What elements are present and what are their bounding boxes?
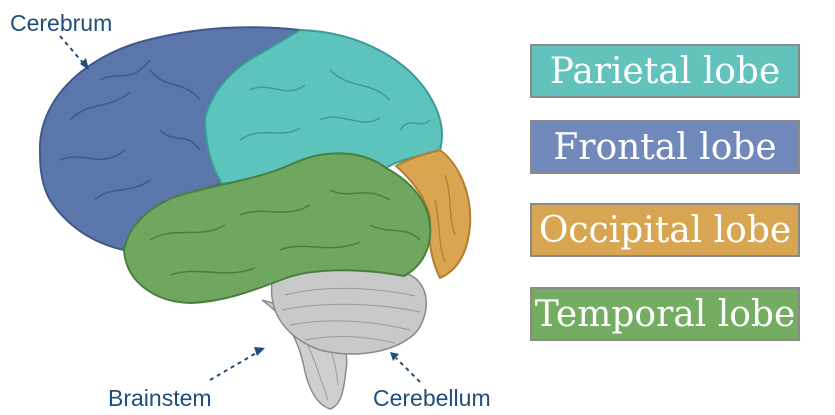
brainstem-arrow: [210, 352, 258, 380]
cerebrum-arrow: [60, 36, 84, 64]
legend-occipital-lobe: Occipital lobe: [530, 203, 800, 257]
legend-parietal-lobe: Parietal lobe: [530, 44, 800, 98]
legend-frontal-lobe: Frontal lobe: [530, 120, 800, 174]
cerebellum-shape: [272, 269, 427, 354]
legend-temporal-lobe: Temporal lobe: [530, 287, 800, 341]
cerebellum-arrow: [396, 358, 420, 382]
cerebrum-label: Cerebrum: [10, 10, 112, 37]
brainstem-label: Brainstem: [108, 385, 212, 412]
cerebellum-label: Cerebellum: [373, 385, 491, 412]
